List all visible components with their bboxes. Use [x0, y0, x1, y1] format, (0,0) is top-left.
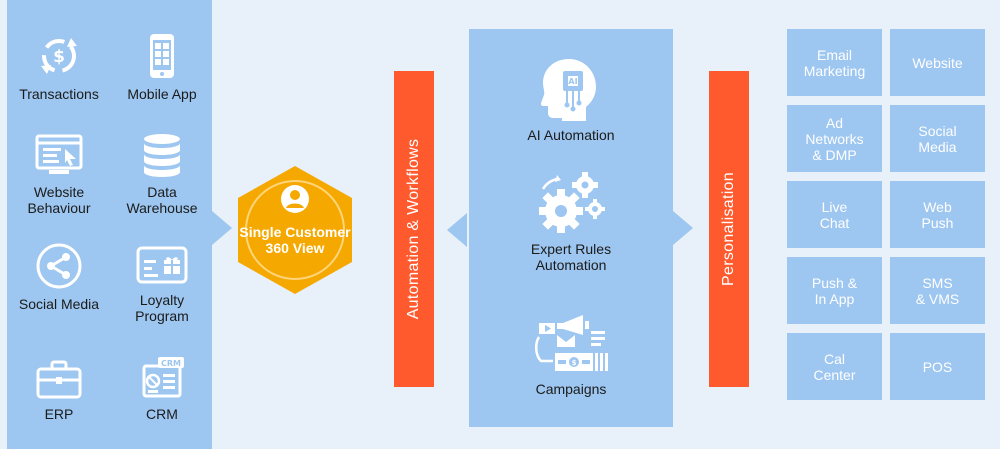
channel-label: POS: [922, 358, 953, 375]
automation-workflows-bar: Automation & Workflows: [394, 71, 434, 387]
source-label: ERP: [44, 406, 74, 422]
channel-sms-vms: SMS & VMS: [890, 257, 985, 324]
source-crm: CRM CRM: [112, 356, 212, 422]
hexagon-shape: [238, 166, 352, 294]
ai-brain-icon: AI: [541, 59, 596, 121]
browser-cursor-icon: [35, 134, 83, 174]
channel-label: Live Chat: [819, 198, 850, 231]
channel-live-chat: Live Chat: [787, 181, 882, 248]
svg-text:$: $: [572, 359, 577, 367]
source-label: Website Behaviour: [27, 184, 91, 216]
channel-label: Ad Networks & DMP: [805, 114, 864, 163]
channel-label: Cal Center: [813, 350, 856, 383]
hub-label: Single Customer 360 View: [239, 224, 351, 256]
dollar-cycle-icon: $: [41, 38, 77, 74]
source-label: Loyalty Program: [135, 292, 189, 324]
data-sources-panel: $ Transactions Mobile App Website Behavi…: [7, 0, 212, 449]
personalisation-bar: Personalisation: [709, 71, 749, 387]
source-label: Social Media: [18, 296, 100, 312]
channel-label: Email Marketing: [803, 46, 866, 79]
briefcase-icon: [36, 360, 82, 399]
flow-arrow-engine-to-personalisation: [673, 211, 693, 245]
flow-arrow-engine-to-automation: [447, 213, 467, 247]
source-label: Data Warehouse: [126, 184, 198, 216]
channel-push-in-app: Push & In App: [787, 257, 882, 324]
mobile-phone-icon: [150, 34, 174, 78]
channel-social-media: Social Media: [890, 105, 985, 172]
channel-website: Website: [890, 29, 985, 96]
channel-label: Social Media: [918, 122, 957, 155]
source-website-behaviour: Website Behaviour: [9, 132, 109, 216]
gears-icon: [539, 172, 605, 233]
svg-text:AI: AI: [568, 77, 577, 86]
source-label: Mobile App: [127, 86, 197, 102]
source-mobile-app: Mobile App: [112, 32, 212, 102]
source-data-warehouse: Data Warehouse: [112, 132, 212, 216]
channel-ad-networks-dmp: Ad Networks & DMP: [787, 105, 882, 172]
engine-label: AI Automation: [527, 127, 615, 143]
channel-label: SMS & VMS: [915, 274, 960, 307]
campaign-megaphone-icon: $: [535, 315, 608, 371]
flow-arrow-sources-to-hub: [212, 211, 232, 245]
database-icon: [144, 134, 180, 177]
engine-label: Expert Rules Automation: [530, 241, 612, 273]
crm-dashboard-icon: CRM: [142, 357, 184, 398]
source-social-media: Social Media: [9, 242, 109, 312]
engine-expert-rules-automation: Expert Rules Automation: [469, 171, 673, 273]
customer-360-hub: Single Customer 360 View: [236, 164, 354, 296]
source-label: Transactions: [19, 86, 99, 102]
channel-web-push: Web Push: [890, 181, 985, 248]
user-icon: [281, 185, 309, 213]
engine-ai-automation: AI AI Automation: [469, 57, 673, 143]
source-transactions: $ Transactions: [9, 32, 109, 102]
svg-text:$: $: [53, 47, 65, 67]
channel-label: Website: [912, 54, 963, 71]
channel-label: Web Push: [921, 198, 954, 231]
channel-pos: POS: [890, 333, 985, 400]
source-label: CRM: [146, 406, 178, 422]
share-icon: [36, 243, 82, 289]
channel-call-center: Cal Center: [787, 333, 882, 400]
engine-label: Campaigns: [535, 381, 607, 397]
source-erp: ERP: [9, 360, 109, 422]
source-loyalty-program: Loyalty Program: [112, 246, 212, 324]
channel-email-marketing: Email Marketing: [787, 29, 882, 96]
gift-card-icon: [136, 246, 188, 284]
channel-label: Push & In App: [811, 274, 858, 307]
automation-engine-panel: AI AI Automation: [469, 29, 673, 427]
engine-campaigns: $ Campaigns: [469, 313, 673, 397]
personalisation-label: Personalisation: [720, 172, 737, 286]
svg-text:CRM: CRM: [161, 359, 181, 368]
automation-workflows-label: Automation & Workflows: [405, 138, 422, 320]
